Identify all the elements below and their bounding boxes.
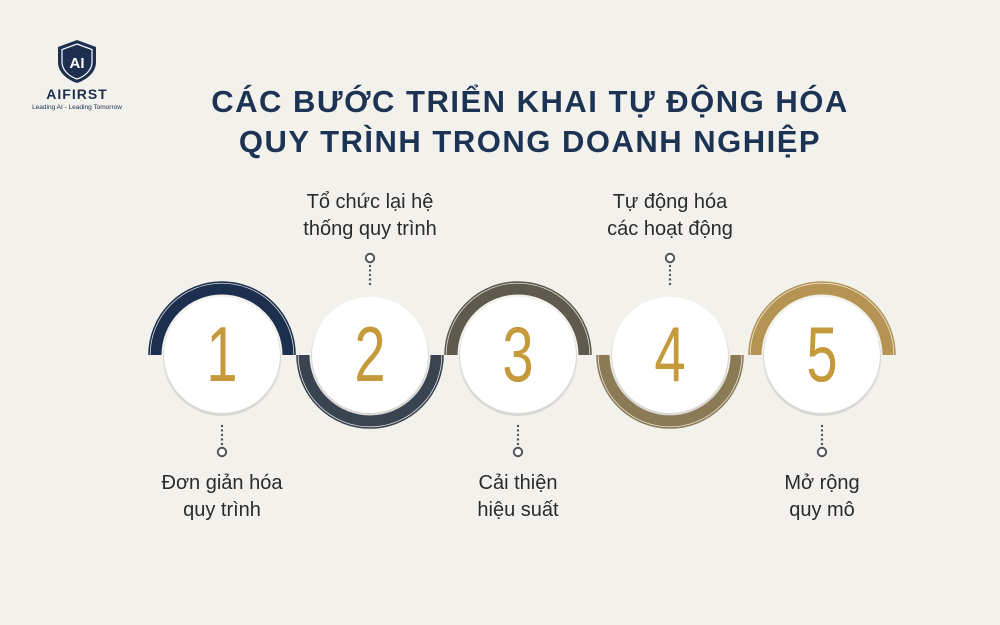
step-4-ring bbox=[598, 354, 742, 427]
step-1-label: Đơn giản hóa quy trình bbox=[122, 470, 322, 524]
step-5-connector-dot bbox=[820, 438, 824, 441]
step-5-label-line-2: quy mô bbox=[789, 499, 855, 521]
step-4-connector-node bbox=[664, 252, 676, 264]
step-4-number: 4 bbox=[654, 311, 685, 398]
brand-logo: AI AIFIRST Leading AI - Leading Tomorrow bbox=[22, 38, 132, 111]
step-2-connector-dot bbox=[368, 264, 372, 268]
logo-mark: AI bbox=[70, 55, 85, 72]
title-line-2: QUY TRÌNH TRONG DOANH NGHIỆP bbox=[238, 124, 822, 159]
step-1-connector-dot bbox=[220, 424, 224, 428]
step-5-ring bbox=[750, 283, 894, 356]
step-3-ring bbox=[446, 283, 590, 356]
step-4-connector-dot bbox=[668, 264, 672, 268]
page-title: CÁC BƯỚC TRIỂN KHAI TỰ ĐỘNG HÓA QUY TRÌN… bbox=[160, 82, 900, 162]
step-4-connector-dot bbox=[668, 273, 672, 277]
step-3-connector-node bbox=[512, 446, 524, 458]
step-4-label: Tự động hóa các hoạt động bbox=[570, 189, 770, 243]
step-1-connector-dot bbox=[220, 438, 224, 441]
step-5-outer-arc bbox=[748, 281, 896, 356]
step-1-connector-dot bbox=[220, 442, 224, 446]
step-2-label: Tổ chức lại hệ thống quy trình bbox=[270, 189, 470, 243]
step-2-connector-dot bbox=[368, 273, 372, 277]
step-4-connector-dot bbox=[668, 278, 672, 281]
step-3-connector-dot bbox=[516, 442, 520, 446]
step-2-number: 2 bbox=[354, 311, 385, 398]
step-5-connector-dot bbox=[820, 424, 824, 428]
step-2-label-line-2: thống quy trình bbox=[303, 218, 437, 240]
brand-tagline: Leading AI - Leading Tomorrow bbox=[32, 104, 122, 111]
step-5-label-line-1: Mở rộng bbox=[784, 472, 860, 494]
step-2-connector-dot bbox=[368, 282, 372, 286]
step-3-label-line-1: Cải thiện bbox=[478, 472, 558, 494]
step-2-connector-dot bbox=[368, 269, 372, 272]
step-5-disc bbox=[764, 297, 880, 413]
step-4-outer-arc bbox=[596, 354, 744, 429]
step-2-ring bbox=[298, 354, 442, 427]
step-1-connector-dot bbox=[220, 429, 224, 432]
step-4-connector-dot bbox=[668, 269, 672, 272]
shield-icon: AI bbox=[58, 40, 96, 83]
step-5-number: 5 bbox=[806, 311, 837, 398]
step-1-disc bbox=[164, 297, 280, 413]
step-2-label-line-1: Tổ chức lại hệ bbox=[306, 191, 434, 213]
step-5-connector-dot bbox=[820, 433, 824, 437]
step-3-label-line-2: hiệu suất bbox=[477, 499, 559, 521]
step-1-number: 1 bbox=[206, 311, 237, 398]
step-1-connector-dot bbox=[220, 433, 224, 437]
step-5-connector-node bbox=[816, 446, 828, 458]
step-5-connector-dot bbox=[820, 442, 824, 446]
title-line-1: CÁC BƯỚC TRIỂN KHAI TỰ ĐỘNG HÓA bbox=[211, 84, 849, 119]
step-2-connector-node bbox=[364, 252, 376, 264]
step-3-number: 3 bbox=[502, 311, 533, 398]
step-2-connector-dot bbox=[368, 278, 372, 281]
step-3-connector-dot bbox=[516, 429, 520, 432]
step-2-outer-arc bbox=[296, 354, 444, 429]
step-1-label-line-1: Đơn giản hóa bbox=[161, 472, 283, 494]
step-4-connector-dot bbox=[668, 282, 672, 286]
step-3-connector-dot bbox=[516, 424, 520, 428]
step-3-disc bbox=[460, 297, 576, 413]
step-4-label-line-2: các hoạt động bbox=[607, 218, 733, 240]
step-4-disc bbox=[612, 297, 728, 413]
step-2-disc bbox=[312, 297, 428, 413]
step-3-connector-dot bbox=[516, 433, 520, 437]
step-5-label: Mở rộng quy mô bbox=[722, 470, 922, 524]
step-3-connector-dot bbox=[516, 438, 520, 441]
brand-name: AIFIRST bbox=[46, 86, 108, 102]
step-1-ring bbox=[150, 283, 294, 356]
step-1-outer-arc bbox=[148, 281, 296, 356]
step-1-connector-node bbox=[216, 446, 228, 458]
step-4-label-line-1: Tự động hóa bbox=[612, 191, 728, 213]
step-5-connector-dot bbox=[820, 429, 824, 432]
step-3-label: Cải thiện hiệu suất bbox=[418, 470, 618, 524]
step-3-outer-arc bbox=[444, 281, 592, 356]
step-1-label-line-2: quy trình bbox=[183, 499, 261, 521]
